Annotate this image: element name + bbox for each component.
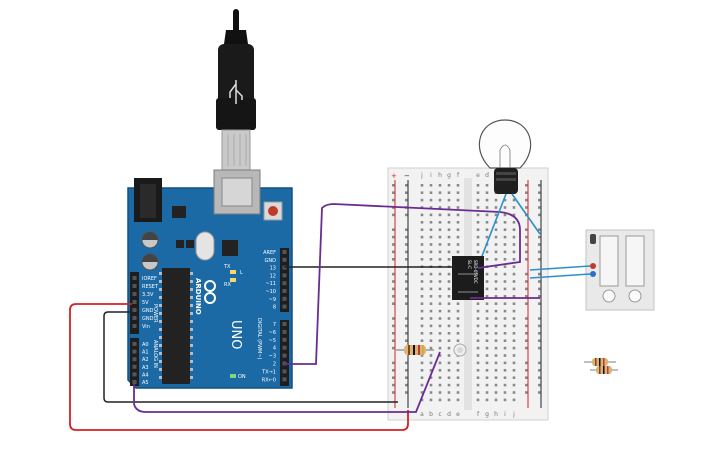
outlet-terminal-red[interactable] — [590, 263, 596, 269]
digital-pin-label-4: ~3 — [269, 354, 276, 360]
analog-header — [130, 338, 139, 386]
uno-label: UNO — [228, 320, 243, 349]
relay-label-line1: SRD-05VDC — [473, 260, 478, 284]
arduino-logo-icon: ARDUINO — [194, 278, 216, 315]
digital-pin-label-3: 4 — [273, 346, 276, 352]
analog-pin-label-0: A0 — [142, 342, 149, 348]
digital-pin-label-0: AREF — [263, 250, 276, 256]
wire-cyan-bulb-2[interactable] — [511, 193, 541, 235]
photoresistor[interactable] — [453, 343, 467, 357]
power-outlet[interactable] — [585, 229, 655, 311]
power-pin-label-5: GND — [142, 316, 154, 322]
power-pin-label-6: Vin — [142, 324, 150, 330]
usb-cable[interactable] — [216, 9, 256, 171]
relay-module[interactable]: SRD-05VDC SL-C — [452, 256, 484, 300]
digital-pin-label-0: 7 — [273, 322, 276, 328]
bb-col-letter-bottom: a — [420, 411, 424, 418]
bb-col-letter-bottom: h — [494, 411, 498, 418]
bb-col-letter-top: d — [485, 172, 489, 179]
l-led-label: L — [240, 270, 243, 276]
analog-pin-label-4: A4 — [142, 372, 149, 378]
bb-col-letter-top: g — [447, 172, 451, 179]
wire-red-5v[interactable] — [69, 303, 409, 431]
arduino-brand-text: ARDUINO — [194, 278, 202, 315]
on-led-label: ON — [238, 374, 246, 380]
arduino-uno-board[interactable]: L TX RX ON ARDUINO UNO DIGITAL (PWM~) PO… — [127, 169, 293, 389]
bb-col-letter-bottom: j — [512, 411, 515, 418]
wire-cyan-outlet-2[interactable] — [529, 273, 591, 279]
reset-button[interactable] — [263, 201, 283, 221]
wire-purple-a5[interactable] — [133, 351, 441, 413]
power-pin-label-3: 5V — [142, 300, 149, 306]
power-pin-label-0: IOREF — [142, 276, 157, 282]
bb-col-letter-bottom: i — [504, 411, 506, 418]
analog-pin-label-1: A1 — [142, 350, 149, 356]
bb-col-letter-bottom: g — [485, 411, 489, 418]
digital-header-label: DIGITAL (PWM~) — [256, 318, 262, 360]
digital-pin-label-5: 2 — [273, 362, 276, 368]
bb-col-letter-bottom: f — [477, 411, 480, 418]
digital-pin-label-6: TX→1 — [261, 369, 276, 375]
digital-pin-label-6: ~9 — [269, 297, 276, 303]
rail-minus-label: − — [404, 172, 410, 180]
bb-col-letter-bottom: d — [447, 411, 451, 418]
digital-pin-label-7: 8 — [273, 305, 276, 311]
power-header-label: POWER — [152, 304, 158, 323]
digital-header-top — [280, 248, 289, 312]
digital-pin-label-4: ~11 — [265, 281, 276, 287]
atmega-chip — [159, 268, 193, 384]
wire-black-gnd[interactable] — [103, 311, 398, 403]
bb-col-letter-top: h — [438, 172, 442, 179]
spare-resistor[interactable] — [584, 358, 618, 374]
digital-header-bottom — [280, 320, 289, 386]
analog-pin-label-3: A3 — [142, 365, 149, 371]
bb-col-letter-top: i — [430, 172, 432, 179]
wire-cyan-outlet-1[interactable] — [529, 265, 591, 271]
bb-col-letter-bottom: c — [438, 411, 441, 418]
resistor-on-breadboard[interactable] — [396, 345, 434, 355]
digital-pin-label-5: ~10 — [265, 289, 276, 295]
crystal-oscillator — [195, 231, 215, 261]
capacitor — [141, 231, 159, 271]
bb-col-letter-top: j — [420, 172, 423, 179]
digital-pin-label-3: 12 — [270, 273, 276, 279]
analog-header-label: ANALOG IN — [152, 340, 158, 368]
digital-pin-label-1: GND — [265, 258, 277, 264]
wire-cyan-bulb-1[interactable] — [481, 193, 507, 257]
bb-col-letter-top: e — [476, 172, 480, 179]
digital-pin-label-7: RX←0 — [262, 377, 276, 383]
rx-led-label: RX — [224, 282, 231, 288]
digital-pin-label-2: ~5 — [269, 338, 276, 344]
outlet-terminal-blue[interactable] — [590, 271, 596, 277]
tx-led-label: TX — [223, 264, 231, 270]
digital-pin-label-1: ~6 — [269, 330, 276, 336]
bb-col-letter-bottom: e — [456, 411, 460, 418]
analog-pin-label-5: A5 — [142, 380, 149, 386]
bb-col-letter-bottom: b — [429, 411, 433, 418]
rail-plus-label: + — [391, 172, 397, 180]
analog-pin-label-2: A2 — [142, 357, 149, 363]
digital-pin-label-2: 13 — [270, 266, 276, 272]
power-pin-label-2: 3.3V — [142, 292, 154, 298]
relay-label-line2: SL-C — [467, 260, 472, 269]
power-pin-label-4: GND — [142, 308, 154, 314]
power-pin-label-1: RESET — [142, 284, 159, 290]
wire-purple-pin2[interactable] — [284, 203, 521, 365]
bb-col-letter-top: f — [457, 172, 460, 179]
usb-icon — [229, 80, 243, 104]
light-bulb[interactable] — [478, 119, 532, 194]
